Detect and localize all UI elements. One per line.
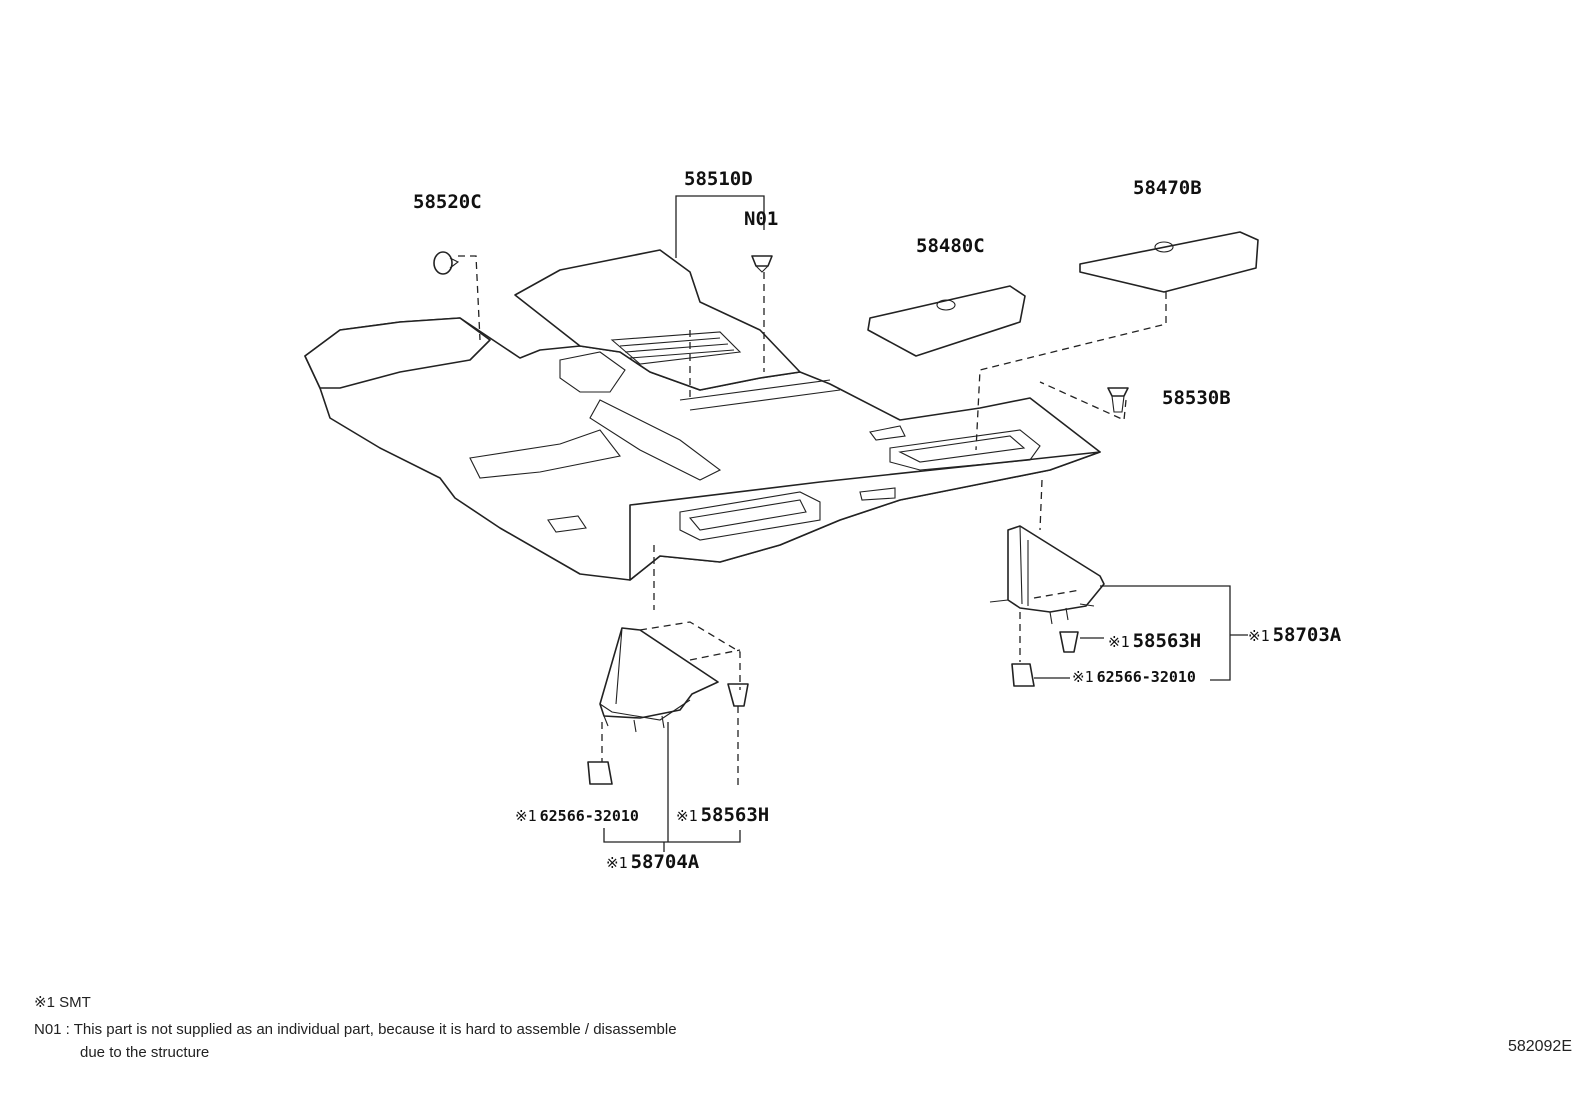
smt-mark: ※1	[1108, 633, 1130, 651]
label-58520c: 58520C	[413, 191, 482, 213]
label-58530b: 58530B	[1162, 387, 1231, 409]
leader-lines	[603, 195, 1248, 852]
clip-n01	[751, 255, 773, 273]
clip-58530b	[1107, 387, 1129, 413]
plug-58520c	[433, 251, 460, 275]
smt-mark: ※1	[1248, 627, 1270, 645]
smt-mark: ※1	[1072, 668, 1094, 686]
label-58470b: 58470B	[1133, 177, 1202, 199]
note-smt: ※1 SMT	[34, 994, 91, 1011]
drawing-code: 582092E	[1507, 1038, 1572, 1055]
bracket-58704a	[587, 627, 749, 785]
smt-mark: ※1	[676, 807, 698, 825]
smt-mark: ※1	[515, 807, 537, 825]
guide-lines	[458, 255, 1167, 790]
label-58480c: 58480C	[916, 235, 985, 257]
note-n01-line2: due to the structure	[80, 1044, 210, 1061]
floor-carpet-58510d	[304, 249, 1101, 581]
label-n01: N01	[744, 208, 779, 230]
smt-mark: ※1	[606, 854, 628, 872]
note-n01-line1: N01 : This part is not supplied as an in…	[34, 1021, 677, 1038]
cover-58480c	[867, 285, 1026, 357]
cover-58470b	[1079, 231, 1259, 293]
bracket-58703a	[989, 525, 1105, 687]
label-58510d: 58510D	[684, 168, 753, 190]
